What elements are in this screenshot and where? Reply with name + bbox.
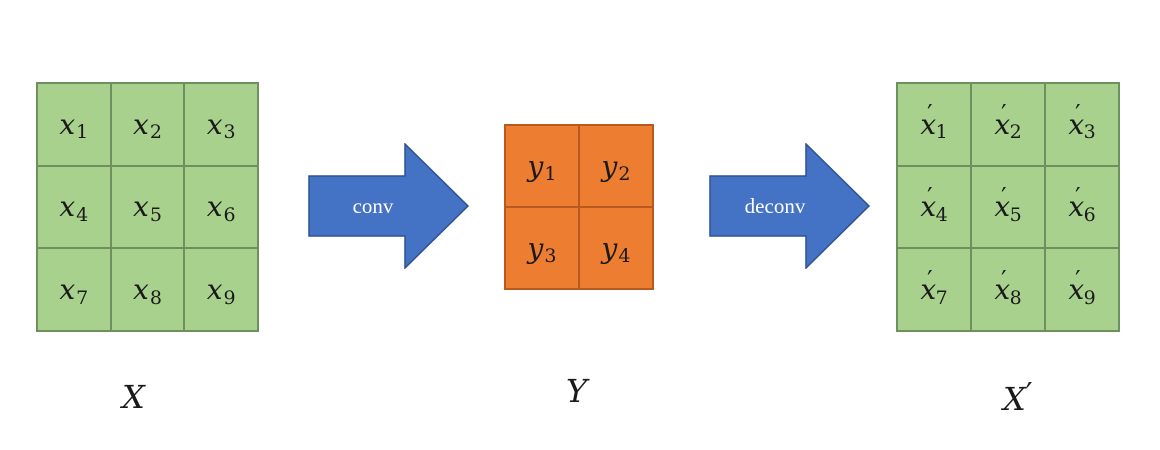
cell-sub: 1: [544, 163, 557, 185]
cell-sub: 4: [618, 245, 631, 267]
cell-prime: ′: [927, 100, 933, 129]
cell-sub: 6: [223, 203, 236, 226]
cell-var: x: [59, 190, 76, 224]
cell-sub: 9: [223, 286, 236, 309]
cell-var: x: [133, 273, 149, 307]
output-grid-label-prime: ′: [1025, 377, 1033, 412]
cell-var: x: [133, 107, 149, 141]
cell-var: x: [920, 107, 937, 141]
cell-sub: 3: [1083, 121, 1096, 144]
output-grid-label: X′: [1003, 377, 1033, 418]
cell-prime: ′: [927, 265, 933, 294]
cell-var: x: [206, 107, 223, 141]
cell-var: x: [1068, 107, 1085, 141]
cell-sub: 8: [1009, 286, 1022, 309]
conv-label: conv: [353, 194, 394, 218]
deconv-arrow: deconv: [709, 143, 871, 269]
cell-sub: 5: [1009, 203, 1022, 226]
cell-var: x: [133, 190, 149, 224]
cell-sub: 2: [1009, 121, 1022, 144]
cell-var: y: [527, 231, 544, 265]
cell-prime: ′: [1001, 265, 1007, 294]
arrow-right-icon: [308, 143, 470, 269]
cell-sub: 1: [935, 121, 948, 144]
cell-prime: ′: [927, 182, 933, 211]
cell-sub: 5: [149, 203, 162, 226]
cell-var: y: [601, 231, 618, 265]
cell-var: x: [994, 190, 1011, 224]
cell-var: x: [920, 273, 937, 307]
cell-sub: 1: [76, 121, 89, 144]
cell-var: x: [206, 273, 223, 307]
cell-var: x: [1068, 190, 1085, 224]
feature-grid-label: Y: [566, 372, 588, 410]
deconv-label: deconv: [745, 194, 806, 218]
cell-prime: ′: [1001, 182, 1007, 211]
cell-sub: 2: [149, 121, 162, 144]
cell-var: x: [1068, 273, 1085, 307]
output-cell: x′7: [897, 248, 971, 331]
cell-var: x: [206, 190, 223, 224]
cell-sub: 4: [76, 203, 89, 226]
conv-arrow: conv: [308, 143, 470, 269]
output-cell: x′3: [1045, 83, 1119, 166]
cell-var: x: [920, 190, 937, 224]
cell-prime: ′: [1075, 182, 1081, 211]
output-cell: x′8: [971, 248, 1045, 331]
cell-sub: 7: [76, 286, 89, 309]
arrow-right-icon: [709, 143, 871, 269]
output-cell: x′6: [1045, 165, 1119, 249]
cell-var: y: [601, 149, 618, 183]
output-cell: x′5: [971, 165, 1045, 249]
cell-sub: 8: [149, 286, 162, 309]
cell-prime: ′: [1075, 100, 1081, 129]
cell-sub: 2: [618, 163, 631, 185]
cell-var: x: [59, 273, 76, 307]
cell-sub: 7: [935, 286, 948, 309]
output-grid-label-letter: X: [1003, 380, 1026, 418]
input-grid-label: X: [122, 378, 145, 416]
cell-var: x: [994, 107, 1011, 141]
output-grid-x-prime: x′1 x′2 x′3 x′4 x′5 x′6 x′7 x′8 x′9: [896, 82, 1120, 332]
cell-var: x: [994, 273, 1011, 307]
cell-sub: 3: [223, 121, 236, 144]
cell-sub: 6: [1083, 203, 1096, 226]
cell-prime: ′: [1075, 265, 1081, 294]
cell-sub: 3: [544, 245, 557, 267]
cell-prime: ′: [1001, 100, 1007, 129]
output-cell: x′2: [971, 83, 1045, 166]
cell-var: x: [59, 107, 76, 141]
cell-sub: 9: [1083, 286, 1096, 309]
cell-var: y: [527, 149, 544, 183]
output-cell: x′9: [1045, 248, 1119, 331]
output-cell: x′1: [897, 83, 971, 166]
output-cell: x′4: [897, 165, 971, 249]
cell-sub: 4: [935, 203, 948, 226]
